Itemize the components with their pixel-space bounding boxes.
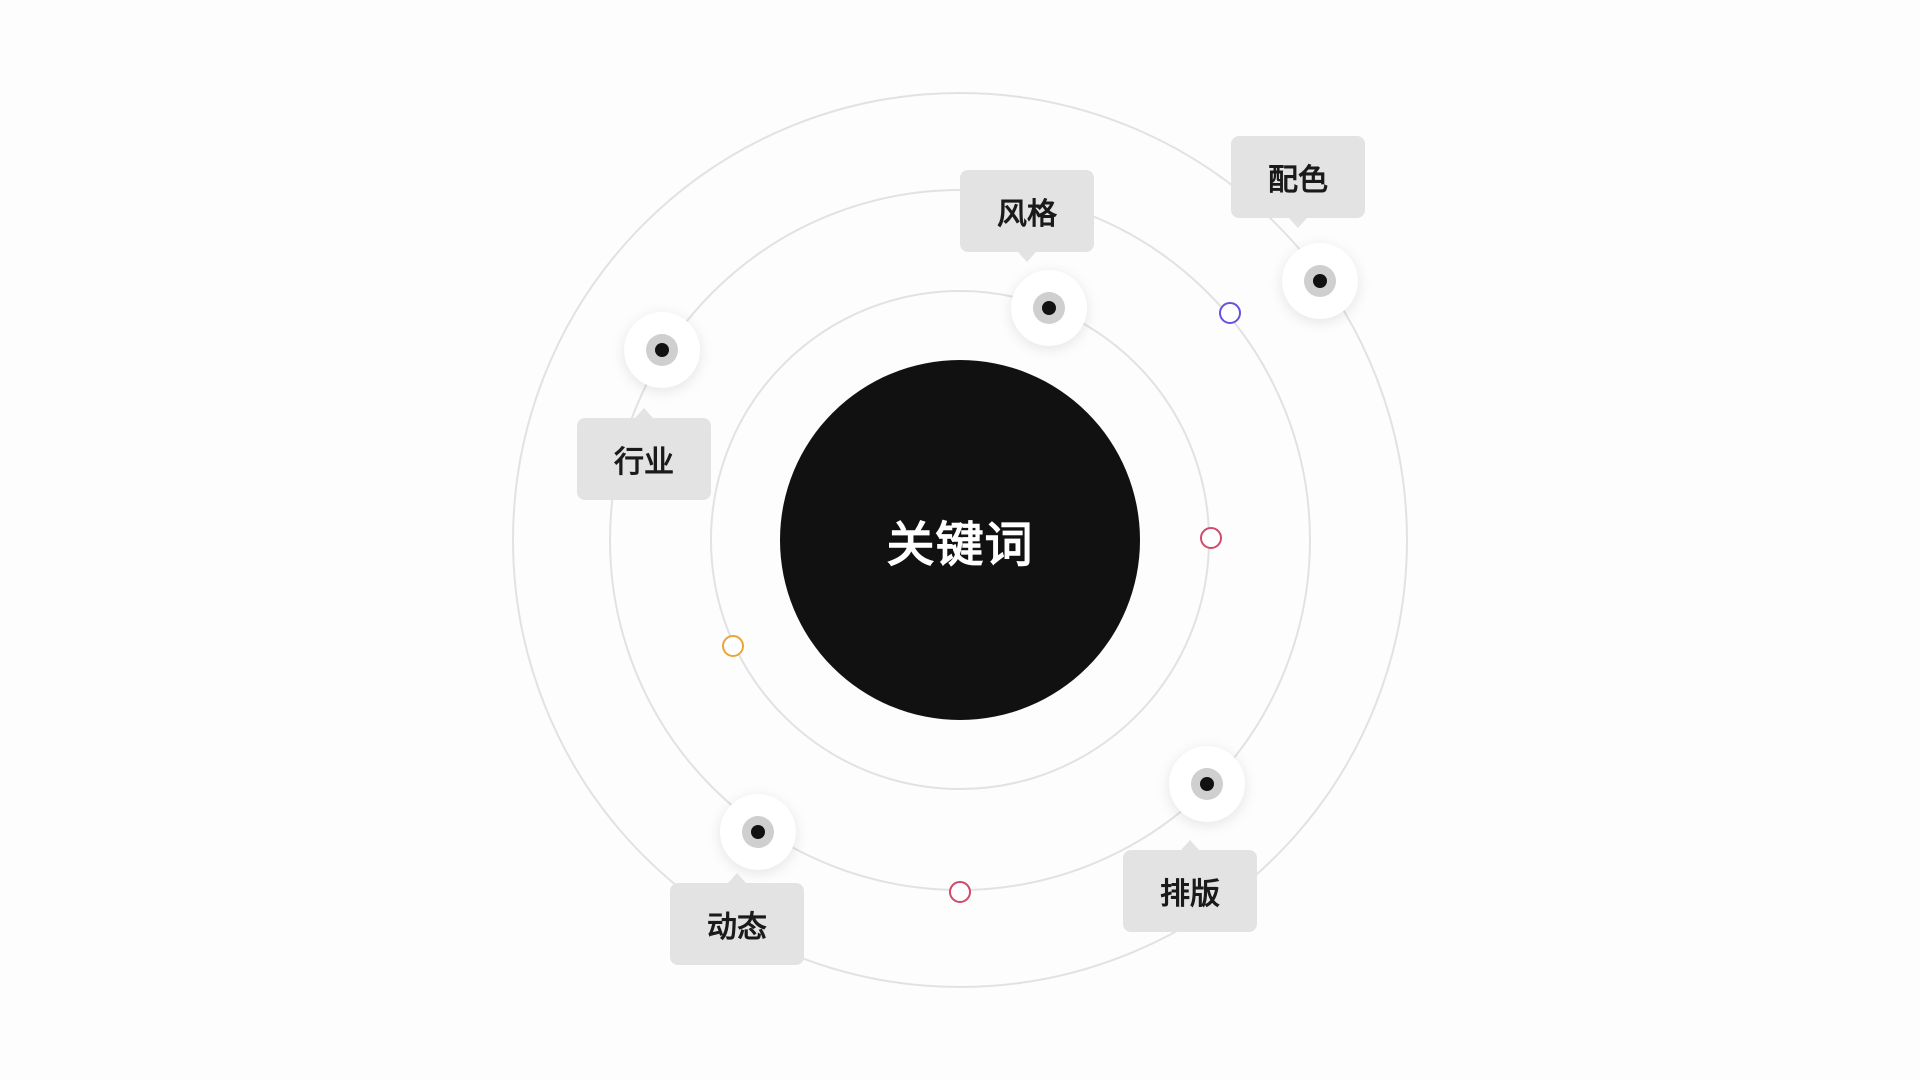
orbit-ring-outer (512, 92, 1408, 988)
orbit-marker-icon (949, 881, 971, 903)
tag-label: 动态 (707, 910, 767, 945)
style-node[interactable] (1011, 270, 1087, 346)
orbit-marker-icon (722, 635, 744, 657)
industry-node[interactable] (624, 312, 700, 388)
target-dot-icon (1304, 265, 1336, 297)
center-core: 关键词 (780, 360, 1140, 720)
target-dot-icon (742, 816, 774, 848)
tag-industry[interactable]: 行业 (577, 408, 711, 500)
color-node[interactable] (1282, 243, 1358, 319)
orbit-marker-icon (1219, 302, 1241, 324)
target-dot-icon (1033, 292, 1065, 324)
layout-node[interactable] (1169, 746, 1245, 822)
tag-layout[interactable]: 排版 (1123, 840, 1257, 932)
orbit-marker-icon (1200, 527, 1222, 549)
tag-label: 行业 (614, 445, 674, 480)
motion-node[interactable] (720, 794, 796, 870)
target-dot-icon (646, 334, 678, 366)
tag-label: 风格 (997, 197, 1057, 232)
tag-style[interactable]: 风格 (960, 170, 1094, 262)
center-label: 关键词 (886, 517, 1034, 573)
target-dot-icon (1191, 768, 1223, 800)
tag-color[interactable]: 配色 (1231, 136, 1365, 228)
tag-label: 配色 (1268, 163, 1328, 198)
tag-motion[interactable]: 动态 (670, 873, 804, 965)
tag-label: 排版 (1160, 877, 1220, 912)
